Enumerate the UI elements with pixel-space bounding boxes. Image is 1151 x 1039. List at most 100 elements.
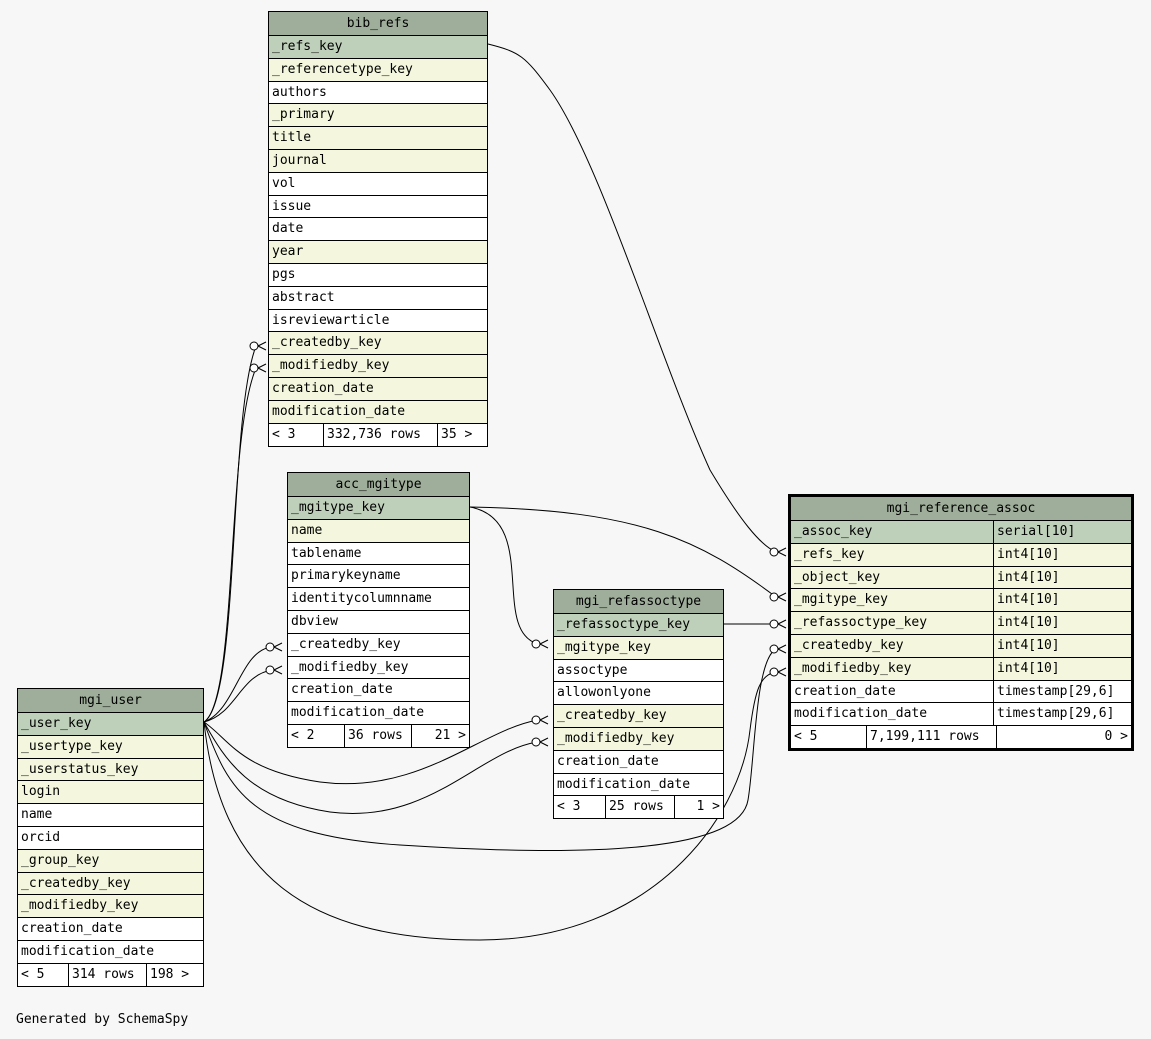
column-row[interactable]: _refs_key	[269, 36, 487, 59]
column-row[interactable]: _referencetype_key	[269, 58, 487, 82]
column-row[interactable]: _createdby_key	[18, 872, 203, 896]
column-row[interactable]: modification_date	[554, 773, 723, 797]
column-row[interactable]: _refassoctype_key	[554, 614, 723, 637]
column-row[interactable]: _createdby_key	[554, 705, 723, 728]
crowfoot-marker	[777, 547, 787, 557]
column-row[interactable]: _createdby_key	[288, 633, 469, 657]
column-name: _createdby_key	[272, 335, 382, 351]
column-row[interactable]: modification_date	[269, 400, 487, 424]
children-count[interactable]: 0 >	[996, 726, 1131, 749]
column-row[interactable]: _usertype_key	[18, 735, 203, 759]
column-row[interactable]: tablename	[288, 542, 469, 566]
column-name: modification_date	[272, 403, 406, 419]
column-row[interactable]: _modifiedby_key	[269, 355, 487, 378]
column-row[interactable]: pgs	[269, 263, 487, 287]
column-row[interactable]: _userstatus_key	[18, 758, 203, 782]
column-row[interactable]: identitycolumnname	[288, 588, 469, 611]
parents-count[interactable]: < 5	[21, 966, 45, 982]
parents-count[interactable]: < 2	[291, 727, 315, 743]
column-row[interactable]: issue	[269, 195, 487, 219]
column-row[interactable]: _mgitype_key	[288, 497, 469, 520]
parents-count[interactable]: < 5	[794, 729, 818, 745]
column-row[interactable]: authors	[269, 81, 487, 105]
column-row[interactable]: orcid	[18, 826, 203, 850]
column-row[interactable]: _user_key	[18, 713, 203, 736]
column-row[interactable]: assoctype	[554, 659, 723, 683]
column-name: modification_date	[557, 776, 691, 792]
column-row[interactable]: date	[269, 218, 487, 242]
column-row[interactable]: _modifiedby_key	[288, 656, 469, 680]
column-type: int4[10]	[993, 566, 1131, 589]
optional-marker	[769, 547, 779, 557]
column-name: _createdby_key	[557, 708, 667, 724]
children-count[interactable]: 21 >	[411, 724, 469, 747]
column-row[interactable]: allowonlyone	[554, 682, 723, 706]
column-row[interactable]: _group_key	[18, 849, 203, 873]
column-row[interactable]: _mgitype_key	[554, 636, 723, 660]
column-name: authors	[272, 84, 327, 100]
column-row[interactable]: vol	[269, 172, 487, 196]
column-row[interactable]: year	[269, 241, 487, 264]
column-row[interactable]: abstract	[269, 286, 487, 310]
column-row[interactable]: name	[18, 804, 203, 827]
column-row[interactable]: modification_date	[288, 702, 469, 725]
column-row[interactable]: isreviewarticle	[269, 309, 487, 333]
column-row[interactable]: _createdby_key	[269, 332, 487, 356]
children-count[interactable]: 1 >	[674, 796, 723, 819]
column-name: _modifiedby_key	[21, 898, 139, 914]
column-name: _mgitype_key	[794, 592, 888, 608]
column-row[interactable]: _modifiedby_key	[18, 895, 203, 919]
column-name: _usertype_key	[21, 738, 123, 754]
column-row[interactable]: modification_date	[18, 940, 203, 964]
column-row[interactable]: creation_date	[18, 918, 203, 941]
column-row[interactable]: journal	[269, 149, 487, 173]
column-type: int4[10]	[993, 612, 1131, 634]
column-row[interactable]: creation_date	[554, 750, 723, 774]
optional-marker	[531, 737, 541, 747]
column-row[interactable]: name	[288, 519, 469, 543]
children-count[interactable]: 198 >	[146, 963, 203, 986]
table-mgi-user[interactable]: mgi_user _user_key _usertype_key _userstat…	[17, 688, 204, 987]
table-mgi-refassoctype[interactable]: mgi_refassoctype _refassoctype_key _mgity…	[553, 589, 724, 820]
column-row[interactable]: _modifiedby_key	[554, 727, 723, 751]
table-title[interactable]: mgi_user	[18, 689, 203, 713]
column-name: dbview	[291, 613, 338, 629]
relationship-line	[203, 669, 273, 723]
table-title[interactable]: bib_refs	[269, 12, 487, 36]
table-title[interactable]: acc_mgitype	[288, 473, 469, 497]
column-row[interactable]: _primary	[269, 104, 487, 128]
column-row[interactable]: creation_date	[288, 679, 469, 703]
column-row[interactable]: creation_date	[269, 377, 487, 401]
crowfoot-marker	[257, 363, 267, 373]
column-row[interactable]: login	[18, 781, 203, 805]
parents-count[interactable]: < 3	[557, 799, 581, 815]
optional-marker	[265, 642, 275, 652]
column-name: _referencetype_key	[272, 61, 413, 77]
column-name: _primary	[272, 107, 335, 123]
column-name: pgs	[272, 266, 296, 282]
column-name: vol	[272, 175, 296, 191]
column-name: _refs_key	[272, 39, 343, 54]
column-row[interactable]: dbview	[288, 610, 469, 634]
column-row[interactable]: title	[269, 127, 487, 150]
optional-marker	[249, 363, 259, 373]
parents-count[interactable]: < 3	[272, 426, 296, 442]
column-name: _modifiedby_key	[794, 660, 912, 676]
table-title[interactable]: mgi_reference_assoc	[791, 497, 1131, 521]
column-name: _mgitype_key	[557, 639, 651, 655]
children-count[interactable]: 35 >	[437, 423, 487, 446]
column-row[interactable]: primarykeyname	[288, 565, 469, 589]
table-title[interactable]: mgi_refassoctype	[554, 590, 723, 614]
